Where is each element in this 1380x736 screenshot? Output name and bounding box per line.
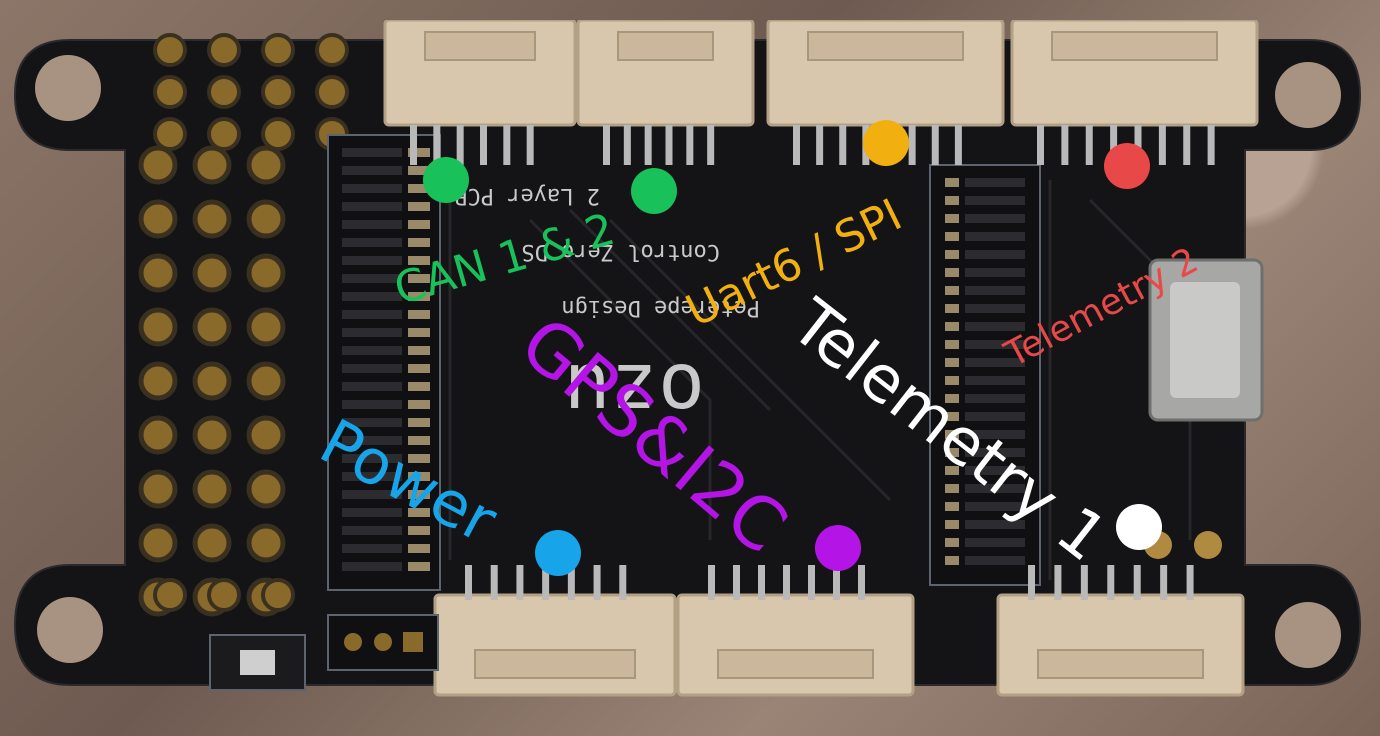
mounting-hole	[1275, 62, 1341, 128]
uart6-connector-marker	[863, 120, 909, 166]
telemetry2-connector-marker	[1104, 143, 1150, 189]
mounting-hole	[37, 597, 103, 663]
telemetry1-connector-marker	[1116, 504, 1162, 550]
left-pin-header	[138, 33, 349, 617]
mounting-hole	[35, 55, 101, 121]
mounting-hole	[1275, 602, 1341, 668]
can-connector-marker	[423, 157, 469, 203]
pcb-board	[13, 20, 1362, 697]
silkscreen-pcb-layer-text: 2 Layer PCB	[454, 183, 600, 208]
gps-connector-marker	[815, 525, 861, 571]
power-connector-marker	[535, 530, 581, 576]
can-connector-marker	[631, 168, 677, 214]
